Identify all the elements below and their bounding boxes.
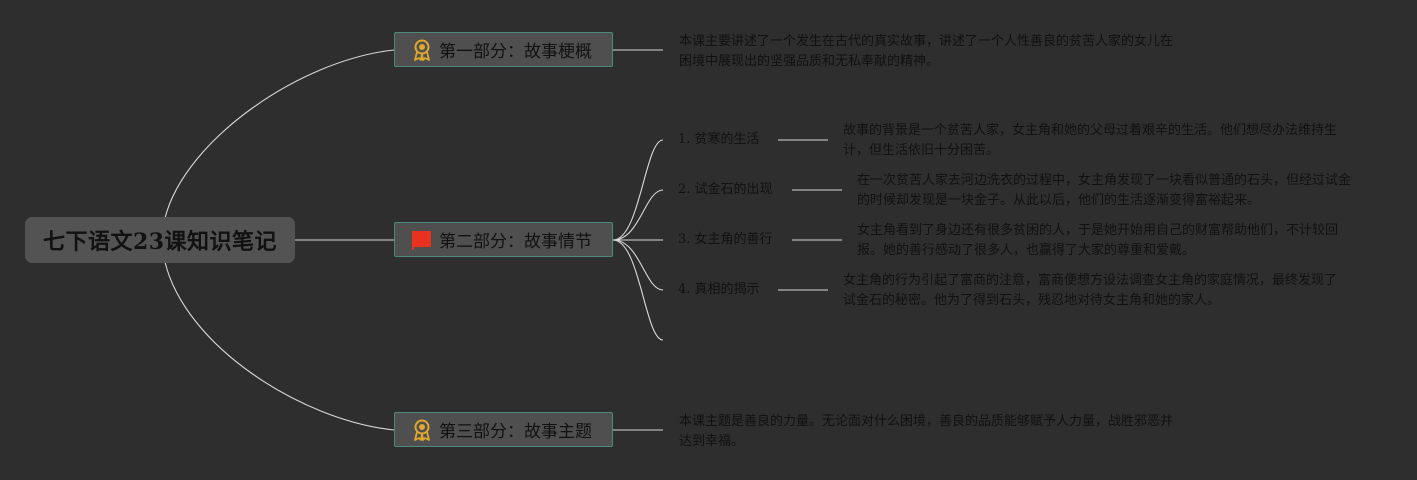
subitem-3-label[interactable]: 3. 女主角的善行 bbox=[678, 232, 773, 247]
connector-root-section-3 bbox=[164, 261, 395, 431]
section-node-2[interactable]: 第二部分：故事情节 bbox=[394, 222, 613, 257]
connector-section-2-item-1 bbox=[612, 139, 664, 241]
subitem-1-label[interactable]: 1. 贫寒的生活 bbox=[678, 132, 760, 147]
subitem-2-description: 在一次贫苦人家去河边洗衣的过程中，女主角发现了一块看似普通的石头，但经过试金的时… bbox=[857, 173, 1352, 208]
subitem-3-description: 女主角看到了身边还有很多贫困的人，于是她开始用自己的财富帮助他们，不计较回报。她… bbox=[857, 223, 1339, 258]
connector-root-section-1 bbox=[164, 49, 395, 219]
section-3-description: 本课主题是善良的力量。无论面对什么困境，善良的品质能够赋予人力量，战胜邪恶并达到… bbox=[679, 414, 1174, 449]
subitem-2-label[interactable]: 2. 试金石的出现 bbox=[678, 182, 773, 197]
root-node[interactable]: 七下语文23课知识笔记 bbox=[25, 217, 295, 263]
section-1-label: 第一部分：故事梗概 bbox=[439, 42, 592, 62]
root-title: 七下语文23课知识笔记 bbox=[42, 229, 278, 255]
section-2-label: 第二部分：故事情节 bbox=[439, 232, 592, 252]
section-node-3[interactable]: 第三部分：故事主题 bbox=[394, 412, 613, 447]
section-1-description: 本课主要讲述了一个发生在古代的真实故事，讲述了一个人性善良的贫苦人家的女儿在困境… bbox=[679, 34, 1174, 69]
section-node-1[interactable]: 第一部分：故事梗概 bbox=[394, 32, 613, 67]
section-3-label: 第三部分：故事主题 bbox=[439, 422, 592, 442]
subitem-4-label[interactable]: 4. 真相的揭示 bbox=[678, 282, 760, 297]
connector-section-2-item-5 bbox=[612, 239, 664, 341]
connector-section-2-item-4 bbox=[612, 239, 664, 291]
subitem-4-description: 女主角的行为引起了富商的注意，富商便想方设法调查女主角的家庭情况，最终发现了试金… bbox=[843, 273, 1338, 308]
connector-section-2-item-2 bbox=[612, 189, 664, 241]
subitem-1-description: 故事的背景是一个贫苦人家，女主角和她的父母过着艰辛的生活。他们想尽办法维持生计，… bbox=[843, 123, 1338, 158]
award-ribbon-icon bbox=[411, 419, 433, 441]
award-ribbon-icon bbox=[411, 39, 433, 61]
red-flag-icon bbox=[411, 229, 433, 251]
